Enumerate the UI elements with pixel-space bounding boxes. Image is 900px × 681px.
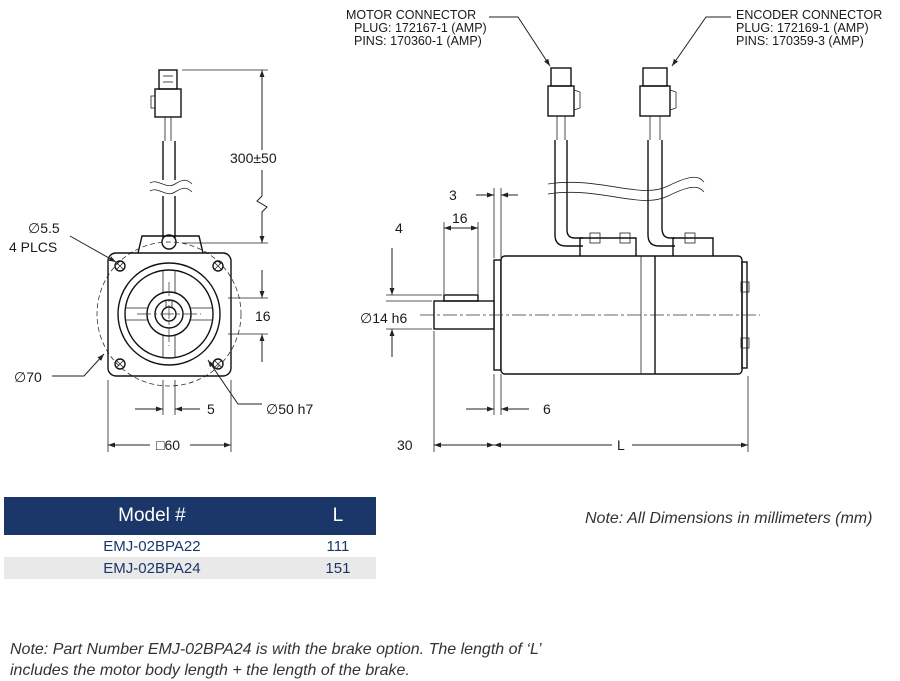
key-depth-label: 4 [395, 220, 403, 236]
flange-square-label: □60 [156, 437, 180, 453]
front-cable [149, 141, 193, 238]
side-view: MOTOR CONNECTOR PLUG: 172167-1 (AMP) PIN… [346, 8, 882, 453]
length-cell: 111 [299, 535, 376, 557]
model-cell: EMJ-02BPA22 [4, 535, 300, 557]
bolt-circle [96, 241, 242, 387]
flange-thickness-label: 3 [449, 187, 457, 203]
hole-diameter-label: ∅5.5 [28, 220, 60, 236]
bolt-circle-label: ∅70 [14, 369, 42, 385]
table-row: EMJ-02BPA24 151 [4, 557, 376, 579]
motor-connector-plug: PLUG: 172167-1 (AMP) [354, 21, 487, 35]
key-length-label: 16 [452, 210, 468, 226]
body-length-label: L [617, 437, 625, 453]
motor-connector [547, 67, 581, 140]
table-row: EMJ-02BPA22 111 [4, 535, 376, 557]
hole-count-label: 4 PLCS [9, 239, 57, 255]
encoder-connector [639, 67, 677, 140]
mounting-holes [114, 260, 224, 370]
shaft-diameter-label: ∅14 h6 [360, 310, 407, 326]
key-width-label: 5 [207, 401, 215, 417]
cable-length-label: 300±50 [230, 150, 277, 166]
flange-square [107, 252, 232, 377]
key-height-label: 16 [255, 308, 271, 324]
pilot [117, 262, 221, 366]
side-cables [547, 140, 705, 247]
front-view: 300±50 16 ∅5.5 4 PLCS ∅70 ∅50 h7 5 □60 [9, 69, 313, 453]
motor-connector-pins: PINS: 170360-1 (AMP) [354, 34, 482, 48]
length-cell: 151 [299, 557, 376, 579]
brake-option-note: Note: Part Number EMJ-02BPA24 is with th… [10, 641, 541, 679]
model-cell: EMJ-02BPA24 [4, 557, 300, 579]
encoder-connector-plug: PLUG: 172169-1 (AMP) [736, 21, 869, 35]
column-header-model: Model # [4, 497, 300, 535]
column-header-length: L [299, 497, 376, 535]
model-length-table: Model # L EMJ-02BPA22 111 EMJ-02BPA24 15… [4, 497, 376, 579]
motor-connector-title: MOTOR CONNECTOR [346, 8, 476, 22]
pilot-length-label: 6 [543, 401, 551, 417]
shaft-length-label: 30 [397, 437, 413, 453]
dimensions-note: Note: All Dimensions in millimeters (mm) [585, 510, 873, 527]
encoder-connector-pins: PINS: 170359-3 (AMP) [736, 34, 864, 48]
front-connector [150, 69, 182, 141]
table-header-row: Model # L [4, 497, 376, 535]
pilot-diameter-label: ∅50 h7 [266, 401, 313, 417]
encoder-connector-title: ENCODER CONNECTOR [736, 8, 882, 22]
cable-boss [137, 235, 204, 254]
shaft-key [443, 294, 479, 302]
